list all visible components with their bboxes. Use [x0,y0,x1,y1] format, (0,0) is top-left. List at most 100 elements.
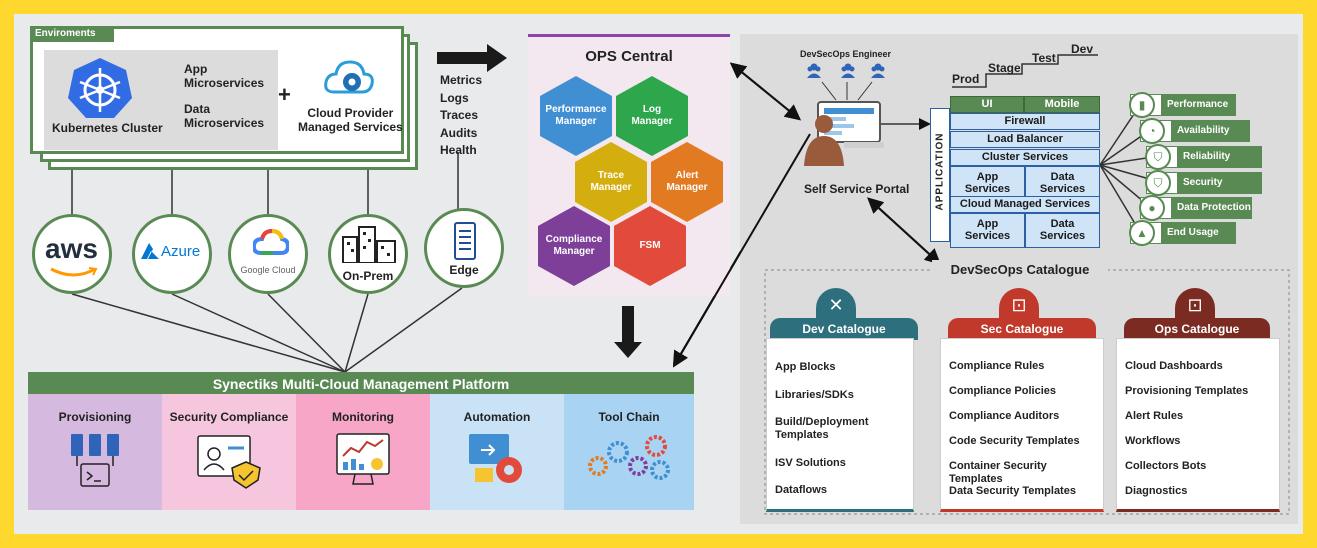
server-rack-icon [454,222,476,260]
tool-chain-gears-icon [588,435,670,480]
azure-label: Azure [161,243,201,260]
ops-central-title: OPS Central [585,48,673,65]
dev-item: ISV Solutions [775,457,846,469]
servers-terminal-icon [71,434,119,487]
ops-item: Cloud Dashboards [1125,360,1223,372]
platform-provisioning: Provisioning [28,394,162,510]
stack-app-services-1: App Services [950,166,1025,201]
cloud-provider-label: Cloud Provider Managed Services [298,106,403,134]
dev-item: Dataflows [775,484,827,496]
security-shield-icon: ⛉ [1145,170,1171,196]
stack-mobile: Mobile [1024,96,1100,113]
cloud-gear-icon [324,60,374,94]
portal-workstation-icon [804,101,884,166]
sec-catalogue-header: Sec Catalogue [948,318,1096,340]
signal-metrics: Metrics [440,73,483,87]
stack-cluster-services: Cluster Services [950,149,1100,166]
edge-circle: Edge [424,208,504,288]
stack-load-balancer: Load Balancer [950,131,1100,148]
environments-tab: Enviroments [30,26,114,42]
platform-security-compliance: Security Compliance [162,394,296,510]
automation-label: Automation [463,410,531,424]
security-compliance-label: Security Compliance [169,410,289,424]
tool-chain-label: Tool Chain [598,410,660,424]
plus-sign: + [278,82,291,107]
quality-data-protection: ● Data Protection [1139,195,1252,221]
ops-item: Alert Rules [1125,410,1184,422]
quality-reliability-label: Reliability [1177,147,1261,167]
on-prem-label: On-Prem [342,269,394,283]
ops-item: Provisioning Templates [1125,385,1249,397]
platform-automation: Automation [430,394,564,510]
aws-smile-icon [50,267,98,277]
stage-prod: Prod [952,72,980,86]
dev-catalogue-header: Dev Catalogue [770,318,918,340]
quality-performance-label: Performance [1161,95,1235,115]
quality-reliability: ⛉ Reliability [1145,144,1262,170]
stack-data-services-1: Data Services [1025,166,1100,201]
sec-item: Compliance Policies [949,385,1056,397]
application-label: APPLICATION [934,132,946,211]
provisioning-label: Provisioning [58,410,132,424]
self-service-portal-label: Self Service Portal [804,182,910,196]
dev-item: Build/Deployment Templates [775,416,869,441]
reliability-shield-icon: ⛉ [1145,144,1171,170]
ops-item: Diagnostics [1125,485,1188,497]
sec-monitor-icon: ⊡ [999,288,1039,322]
sec-item: Compliance Rules [949,360,1045,372]
stack-firewall: Firewall [950,113,1100,130]
platform-tool-chain: Tool Chain [564,394,694,510]
stage-stage: Stage [988,61,1021,75]
ops-item: Workflows [1125,435,1181,447]
aws-circle: aws [32,214,112,294]
monitor-chart-icon [336,433,390,485]
kubernetes-label: Kubernetes Cluster [52,121,163,135]
devsecops-engineer-label: DevSecOps Engineer [800,49,892,59]
signal-audits: Audits [440,125,478,140]
on-prem-circle: On-Prem [328,214,408,294]
sec-item: Compliance Auditors [949,410,1060,422]
quality-end-usage: ▲End Usage [1129,220,1236,246]
data-microservices-label: Data Microservices [184,102,265,130]
stack-app-services-2: App Services [950,213,1025,248]
quality-availability: ◔ Availability [1139,118,1250,144]
stack-data-services-2: Data Services [1025,213,1100,248]
signals-list: Metrics Logs Traces Audits Health [440,72,482,160]
dev-item: Libraries/SDKs [775,389,854,401]
sec-item: Code Security Templates [949,435,1080,447]
azure-circle: Azure [132,214,212,294]
quality-end-usage-label: End Usage [1161,223,1235,243]
signal-traces: Traces [440,108,479,122]
aws-logo: aws [45,233,98,264]
catalogue-title: DevSecOps Catalogue [932,260,1108,280]
google-cloud-circle: Google Cloud [228,214,308,294]
automation-gear-icon [469,434,522,483]
application-side-bar [930,108,950,242]
stack-ui: UI [950,96,1024,113]
sec-item: Container Security Templates [949,460,1047,485]
data-protection-icon: ● [1139,195,1165,221]
platform-title: Synectiks Multi-Cloud Management Platfor… [28,372,694,396]
secure-profile-icon [197,435,261,489]
availability-icon: ◔ [1139,118,1165,144]
google-cloud-label: Google Cloud [240,265,296,275]
buildings-icon [342,226,396,263]
ops-catalogue-header: Ops Catalogue [1124,318,1270,340]
quality-availability-label: Availability [1171,121,1249,141]
platform-monitoring: Monitoring [296,394,430,510]
signal-health: Health [440,143,477,157]
ops-item: Collectors Bots [1125,460,1207,472]
google-cloud-icon [253,229,289,255]
stage-dev: Dev [1071,42,1094,56]
sec-catalogue-box: Compliance Rules Compliance Policies Com… [940,338,1104,512]
performance-icon: ▮ [1129,92,1155,118]
monitoring-label: Monitoring [332,410,394,424]
sec-item: Data Security Templates [949,485,1076,497]
dev-tools-icon: ✕ [816,288,856,322]
stack-cloud-managed-services: Cloud Managed Services [950,196,1100,213]
quality-data-protection-label: Data Protection [1171,198,1251,218]
ops-catalogue-box: Cloud Dashboards Provisioning Templates … [1116,338,1280,512]
app-microservices-label: App Microservices [184,62,265,90]
stage-test: Test [1032,51,1056,65]
